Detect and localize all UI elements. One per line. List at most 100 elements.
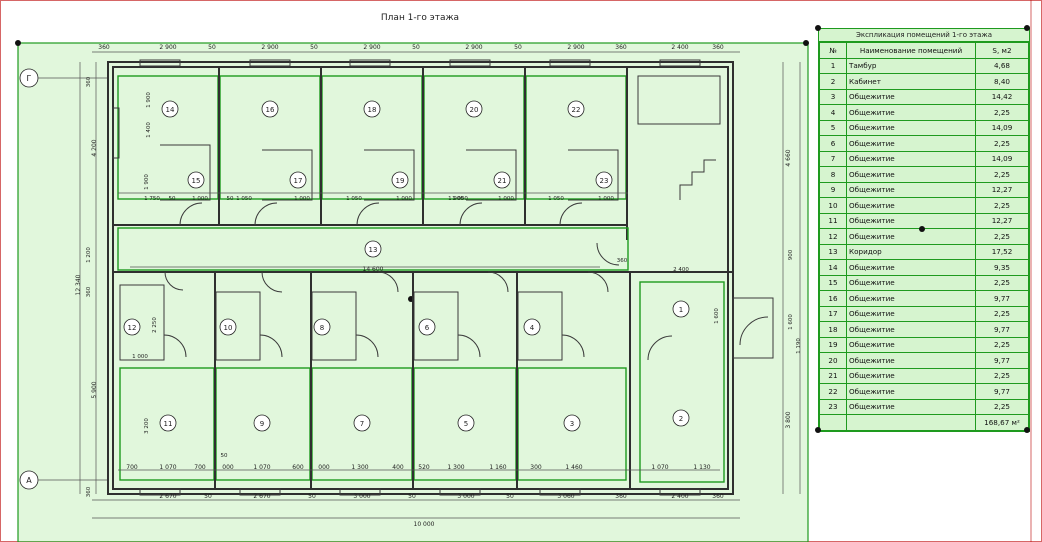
door-arc (261, 271, 283, 293)
room-number-6: 6 (425, 324, 430, 332)
window (339, 488, 381, 496)
room-number-13: 13 (369, 246, 378, 254)
room-number-11-marker (159, 414, 177, 432)
row-name: Общежитие (846, 228, 976, 245)
row-name: Общежитие (846, 290, 976, 307)
bathroom-23 (568, 149, 619, 201)
room-number-16-marker (261, 100, 279, 118)
row-name: Общежитие (846, 197, 976, 214)
dim-left-small: 1 200 (86, 247, 92, 263)
room-number-19: 19 (396, 177, 405, 185)
explication-table[interactable]: Экспликация помещений 1-го этажа № Наиме… (818, 28, 1030, 432)
dim-total-width: 10 000 (414, 521, 435, 528)
dim-bottom: 50 (204, 493, 212, 500)
dim-misc: 1 400 (146, 122, 152, 138)
dim-misc: 2 250 (152, 317, 158, 333)
dim-left-lower: 5 900 (91, 381, 98, 398)
room-number-10-marker (219, 318, 237, 336)
windows (112, 59, 701, 496)
window (449, 59, 491, 67)
room-number-17: 17 (294, 177, 303, 185)
dim-bottom-inner: 1 070 (651, 464, 668, 471)
dim-upper-door: 1 000 (294, 196, 310, 202)
door-arc (559, 202, 583, 226)
window (539, 488, 581, 496)
dim-left-total: 12 340 (75, 274, 82, 295)
dim-bottom-inner: 1 070 (253, 464, 270, 471)
dim-right-small: 1 190 (796, 338, 802, 354)
room-number-2: 2 (679, 415, 683, 423)
dim-upper-door: 1 000 (396, 196, 412, 202)
row-name: Общежитие (846, 212, 976, 229)
stair-icon (679, 159, 716, 200)
dim-misc: 1 900 (144, 174, 150, 190)
table-handle[interactable] (1024, 25, 1030, 31)
table-handle[interactable] (1024, 427, 1030, 433)
dim-misc: 50 (221, 453, 228, 459)
building-outline (107, 61, 734, 495)
row-no: 2 (819, 73, 847, 90)
room-number-12: 12 (128, 324, 137, 332)
room-number-1-marker (672, 300, 690, 318)
bathroom-12 (119, 284, 165, 361)
dim-right-small: 900 (788, 249, 794, 260)
dim-top: 2 900 (261, 44, 278, 51)
room-number-22: 22 (572, 106, 581, 114)
dim-bottom-inner: 000 (222, 464, 234, 471)
door-arc (561, 334, 585, 358)
row-area: 14,42 (975, 88, 1029, 105)
row-area: 14,09 (975, 119, 1029, 136)
selection-handle[interactable] (15, 40, 21, 46)
window (139, 59, 181, 67)
row-area: 14,09 (975, 150, 1029, 167)
row-no: 17 (819, 305, 847, 322)
dim-bottom-inner: 520 (418, 464, 430, 471)
dim-bottom: 2 670 (253, 493, 270, 500)
row-name: Общежитие (846, 321, 976, 338)
dim-bottom: 3 000 (353, 493, 370, 500)
dim-bottom: 50 (308, 493, 316, 500)
axis-label-a: А (26, 476, 32, 485)
dim-left-upper: 4 200 (91, 139, 98, 156)
row-name: Общежитие (846, 336, 976, 353)
room-number-14-marker (161, 100, 179, 118)
drawing-labels: 1234567891011121314151617181920212223360… (75, 44, 802, 528)
table-handle[interactable] (815, 427, 821, 433)
dim-bottom-inner: 300 (530, 464, 542, 471)
room-number-18-marker (363, 100, 381, 118)
room-number-7: 7 (360, 420, 364, 428)
room-number-4-marker (523, 318, 541, 336)
selection-handle[interactable] (803, 40, 809, 46)
dim-top: 2 900 (567, 44, 584, 51)
row-name: Коридор (846, 243, 976, 260)
dim-upper-door: 50 (227, 196, 234, 202)
door-arc (459, 202, 483, 226)
room-number-20-marker (465, 100, 483, 118)
dim-bottom-inner: 1 300 (351, 464, 368, 471)
table-handle[interactable] (919, 226, 925, 232)
room-number-8-marker (313, 318, 331, 336)
window (549, 59, 591, 67)
row-area: 2,25 (975, 336, 1029, 353)
dim-right-small: 1 600 (714, 308, 720, 324)
dim-top: 360 (98, 44, 110, 51)
room-number-7-marker (353, 414, 371, 432)
room-number-1: 1 (679, 306, 683, 314)
dim-misc: 3 200 (144, 418, 150, 434)
room-number-23-marker (595, 171, 613, 189)
room-13-corridor[interactable] (117, 227, 629, 271)
row-name: Общежитие (846, 104, 976, 121)
room-2[interactable] (639, 281, 725, 483)
dim-bottom: 2 400 (671, 493, 688, 500)
header-no: № (819, 42, 847, 59)
dim-upper-door: 1 000 (192, 196, 208, 202)
table-handle[interactable] (815, 25, 821, 31)
